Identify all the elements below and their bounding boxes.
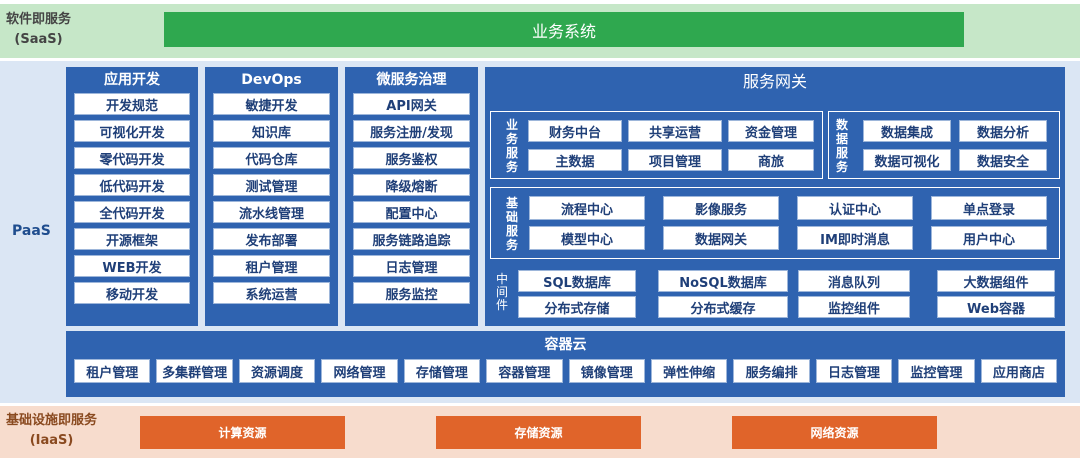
service-item: IM即时消息	[797, 226, 913, 250]
container-item: 应用商店	[980, 359, 1058, 383]
container-item: 弹性伸缩	[650, 359, 728, 383]
business-services-label: 业务服务	[505, 118, 518, 174]
app-dev-column: 应用开发 开发规范 可视化开发 零代码开发 低代码开发 全代码开发 开源框架 W…	[66, 67, 198, 326]
basic-services-group: 基础服务 流程中心 影像服务 认证中心 单点登录 模型中心 数据网关 IM即时消…	[490, 187, 1060, 259]
middleware-item: 消息队列	[798, 270, 910, 292]
column-item: 发布部署	[213, 228, 330, 250]
paas-label: PaaS	[12, 223, 51, 239]
column-item: 服务鉴权	[353, 147, 470, 169]
service-item: 主数据	[528, 149, 622, 171]
service-item: 数据集成	[863, 120, 951, 142]
column-item: 流水线管理	[213, 201, 330, 223]
service-item: 影像服务	[663, 196, 779, 220]
saas-layer: 软件即服务 (SaaS) 业务系统	[0, 4, 1080, 58]
middleware-item: 分布式存储	[518, 296, 636, 318]
service-item: 商旅	[728, 149, 814, 171]
devops-column: DevOps 敏捷开发 知识库 代码仓库 测试管理 流水线管理 发布部署 租户管…	[205, 67, 338, 326]
container-item: 镜像管理	[568, 359, 645, 383]
service-item: 数据安全	[959, 149, 1047, 171]
container-item: 租户管理	[74, 359, 151, 383]
column-item: 租户管理	[213, 255, 330, 277]
service-item: 数据可视化	[863, 149, 951, 171]
column-item: 敏捷开发	[213, 93, 330, 115]
service-item: 资金管理	[728, 120, 814, 142]
service-item: 认证中心	[797, 196, 913, 220]
service-item: 共享运营	[628, 120, 722, 142]
column-item: 测试管理	[213, 174, 330, 196]
gateway-title: 服务网关	[742, 72, 807, 91]
iaas-label: 基础设施即服务 (IaaS)	[6, 413, 98, 448]
container-item: 多集群管理	[156, 359, 233, 383]
column-item: WEB开发	[74, 255, 190, 277]
middleware-group: 中间件 SQL数据库 NoSQL数据库 消息队列 大数据组件 分布式存储 分布式…	[490, 267, 1060, 322]
column-item: API网关	[353, 93, 470, 115]
service-item: 数据网关	[663, 226, 779, 250]
container-item: 日志管理	[815, 359, 893, 383]
middleware-item: 监控组件	[798, 296, 910, 318]
basic-services-label: 基础服务	[505, 196, 518, 252]
data-services-label: 数据服务	[835, 118, 848, 174]
service-item: 单点登录	[931, 196, 1047, 220]
container-item: 容器管理	[486, 359, 563, 383]
column-item: 降级熔断	[353, 174, 470, 196]
column-item: 服务链路追踪	[353, 228, 470, 250]
storage-resource-bar: 存储资源	[436, 416, 641, 449]
service-item: 项目管理	[628, 149, 722, 171]
service-item: 财务中台	[528, 120, 622, 142]
container-item: 服务编排	[733, 359, 810, 383]
container-item: 监控管理	[898, 359, 975, 383]
container-item: 存储管理	[403, 359, 481, 383]
compute-resource-bar: 计算资源	[140, 416, 345, 449]
service-item: 数据分析	[959, 120, 1047, 142]
column-item: 可视化开发	[74, 120, 190, 142]
middleware-item: NoSQL数据库	[658, 270, 788, 292]
container-cloud-title: 容器云	[544, 337, 587, 353]
container-item: 网络管理	[321, 359, 398, 383]
column-item: 知识库	[213, 120, 330, 142]
middleware-item: 分布式缓存	[658, 296, 788, 318]
service-item: 用户中心	[931, 226, 1047, 250]
paas-layer: PaaS 应用开发 开发规范 可视化开发 零代码开发 低代码开发 全代码开发 开…	[0, 61, 1080, 403]
microservice-column: 微服务治理 API网关 服务注册/发现 服务鉴权 降级熔断 配置中心 服务链路追…	[345, 67, 478, 326]
middleware-item: SQL数据库	[518, 270, 636, 292]
column-item: 开发规范	[74, 93, 190, 115]
container-item: 资源调度	[238, 359, 316, 383]
column-item: 服务注册/发现	[353, 120, 470, 142]
column-title: DevOps	[241, 72, 302, 88]
column-item: 日志管理	[353, 255, 470, 277]
column-item: 配置中心	[353, 201, 470, 223]
data-services-group: 数据服务 数据集成 数据分析 数据可视化 数据安全	[828, 111, 1060, 179]
business-system-bar: 业务系统	[164, 12, 964, 47]
column-item: 全代码开发	[74, 201, 190, 223]
column-item: 服务监控	[353, 282, 470, 304]
column-item: 低代码开发	[74, 174, 190, 196]
column-title: 微服务治理	[376, 72, 447, 88]
column-item: 代码仓库	[213, 147, 330, 169]
container-cloud-panel: 容器云 租户管理 多集群管理 资源调度 网络管理 存储管理 容器管理 镜像管理 …	[66, 331, 1065, 397]
middleware-label: 中间件	[495, 272, 508, 312]
column-item: 系统运营	[213, 282, 330, 304]
column-item: 开源框架	[74, 228, 190, 250]
service-item: 模型中心	[529, 226, 645, 250]
iaas-layer: 基础设施即服务 (IaaS) 计算资源 存储资源 网络资源	[0, 406, 1080, 458]
middleware-item: Web容器	[937, 296, 1055, 318]
column-item: 零代码开发	[74, 147, 190, 169]
business-services-group: 业务服务 财务中台 共享运营 资金管理 主数据 项目管理 商旅	[490, 111, 823, 179]
middleware-item: 大数据组件	[937, 270, 1055, 292]
service-gateway-panel: 服务网关 业务服务 财务中台 共享运营 资金管理 主数据 项目管理 商旅 数据服…	[485, 67, 1065, 326]
service-item: 流程中心	[529, 196, 645, 220]
column-title: 应用开发	[104, 72, 160, 88]
saas-label: 软件即服务 (SaaS)	[6, 12, 72, 47]
column-item: 移动开发	[74, 282, 190, 304]
network-resource-bar: 网络资源	[732, 416, 937, 449]
